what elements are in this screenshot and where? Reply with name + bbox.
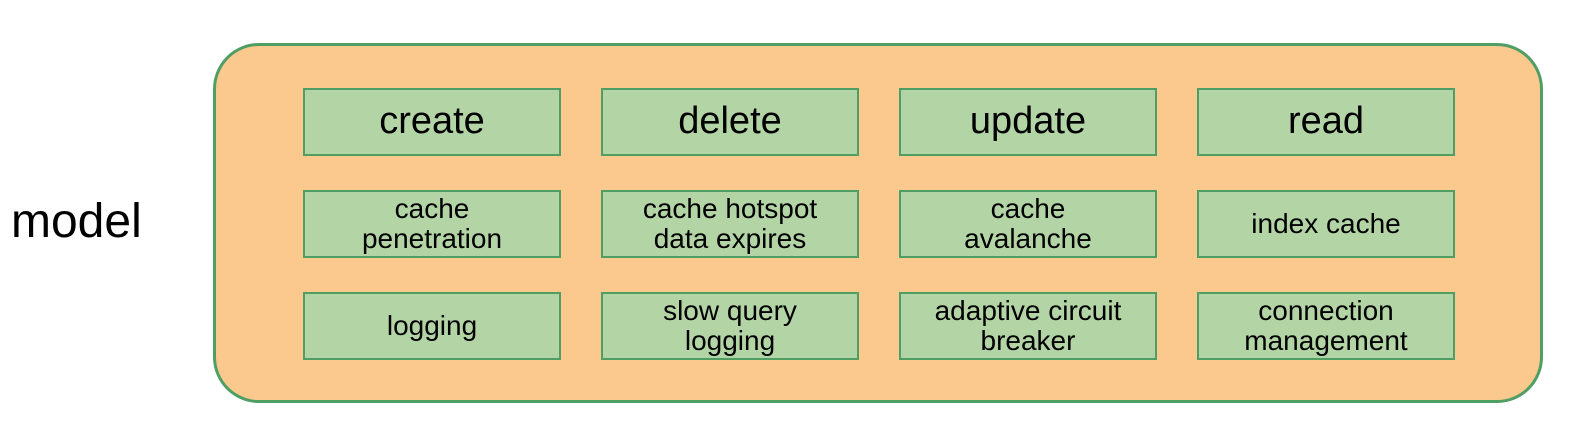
box-cache-penetration: cache penetration <box>303 190 561 258</box>
box-connection-management: connection management <box>1197 292 1455 360</box>
box-slow-query-logging: slow query logging <box>601 292 859 360</box>
box-delete: delete <box>601 88 859 156</box>
box-cache-hotspot-data-expires: cache hotspot data expires <box>601 190 859 258</box>
box-logging: logging <box>303 292 561 360</box>
model-label: model <box>11 195 142 248</box>
box-cache-avalanche: cache avalanche <box>899 190 1157 258</box>
model-panel: create delete update read cache penetrat… <box>213 43 1543 403</box>
box-create: create <box>303 88 561 156</box>
box-update: update <box>899 88 1157 156</box>
box-index-cache: index cache <box>1197 190 1455 258</box>
box-adaptive-circuit-breaker: adaptive circuit breaker <box>899 292 1157 360</box>
operations-grid: create delete update read cache penetrat… <box>303 88 1455 360</box>
box-read: read <box>1197 88 1455 156</box>
